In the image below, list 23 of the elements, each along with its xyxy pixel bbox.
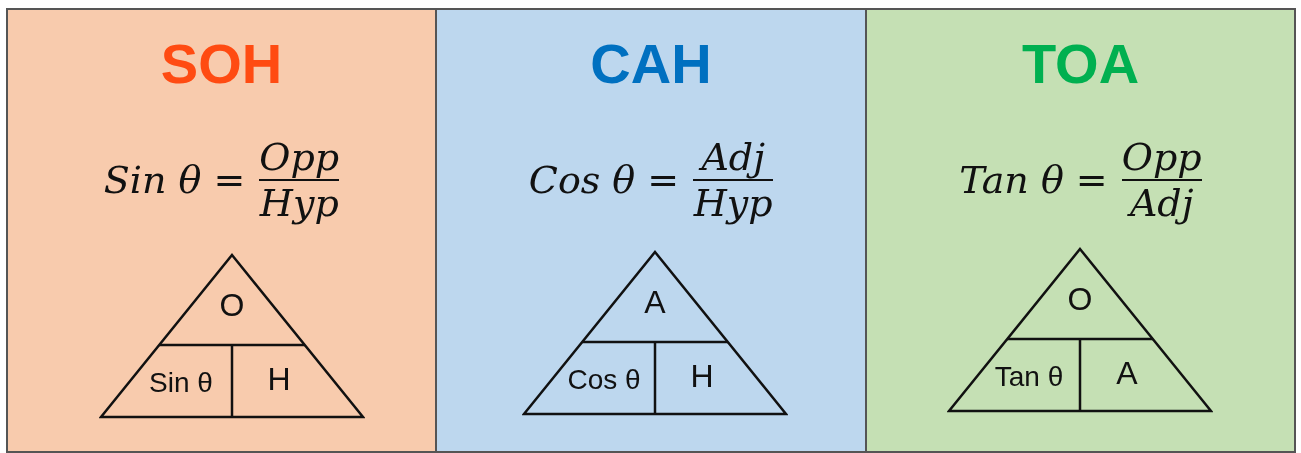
triangle-label: Cos θ xyxy=(567,363,641,397)
formula-text: Cos θ = xyxy=(528,158,680,202)
panel xyxy=(435,8,867,453)
numerator: Opp xyxy=(259,135,340,179)
triangle-label: O xyxy=(219,287,245,323)
triangle-label: A xyxy=(1116,355,1138,391)
formula-text: Tan θ = xyxy=(959,158,1108,202)
numerator: Opp xyxy=(1121,135,1202,179)
heading: CAH xyxy=(589,32,713,96)
denominator: Hyp xyxy=(693,181,773,225)
denominator: Adj xyxy=(1129,181,1194,225)
heading: TOA xyxy=(1020,32,1141,96)
triangle-label: Tan θ xyxy=(994,360,1064,394)
heading: SOH xyxy=(159,32,284,96)
triangle-label: O xyxy=(1067,281,1093,317)
triangle-label: H xyxy=(690,358,714,394)
panel xyxy=(865,8,1296,453)
triangle-label: A xyxy=(644,284,666,320)
denominator: Hyp xyxy=(259,181,339,225)
formula-text: Sin θ = xyxy=(103,158,246,202)
triangle-label: Sin θ xyxy=(149,366,213,400)
panel xyxy=(6,8,437,453)
triangle-label: H xyxy=(267,361,291,397)
